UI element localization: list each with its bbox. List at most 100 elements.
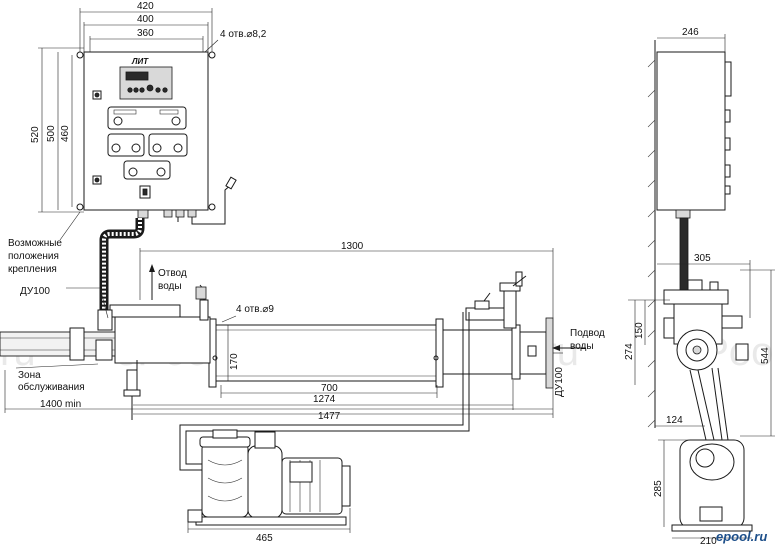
control-panel: ЛИТ: [76, 51, 237, 225]
outlet-riser: [503, 289, 517, 329]
leader: [221, 315, 237, 323]
side-button-dot: [94, 92, 100, 98]
hose-outline: [99, 218, 145, 310]
panel-side: [656, 51, 726, 211]
side-valve-2: [709, 281, 719, 291]
display-key: [162, 87, 168, 93]
dim-124: 124: [666, 415, 683, 426]
panel-brand: ЛИТ: [131, 57, 149, 66]
prefilter-ribs: [207, 459, 243, 502]
panel-hose: [99, 218, 145, 310]
uv-dimensions: 1300 ДУ100 ДУ100 4 отв.⌀9 170 700 1274 1…: [4, 241, 565, 422]
switch-lamp: [128, 167, 138, 177]
ext-flange: [511, 324, 521, 380]
mount-hole-bl: [76, 203, 84, 211]
dim-1400min: 1400 min: [40, 399, 81, 410]
site-logo: epool.ru: [716, 529, 767, 544]
cable-gland: [137, 209, 149, 219]
label-service-1: Зона: [18, 370, 41, 381]
mount-hole-tr: [208, 51, 216, 59]
leader: [59, 211, 81, 241]
side-nozzle: [721, 315, 743, 329]
body-flange-right: [435, 318, 444, 388]
label-outlet-1: Отвод: [158, 268, 187, 279]
uv-body: [214, 324, 438, 382]
indicator-label-plate: [113, 109, 137, 115]
panel-side-lamp: [724, 109, 731, 123]
plug: [225, 176, 237, 190]
dim-246: 246: [682, 27, 699, 38]
pump: 465: [187, 429, 351, 544]
side-pipe: [717, 367, 729, 441]
side-pipe: [689, 369, 707, 441]
leader: [15, 363, 99, 369]
motor-end-cap: [341, 465, 351, 507]
display-screen: [125, 71, 149, 81]
drain-valve-nut: [123, 389, 141, 397]
pump-prefilter: [201, 442, 249, 518]
indicator-label-plate: [159, 109, 179, 115]
dim-150: 150: [634, 322, 645, 339]
dim-420: 420: [137, 1, 154, 12]
label-outlet-2: воды: [158, 281, 182, 292]
power-cable: [191, 183, 233, 225]
dim-1300: 1300: [341, 241, 364, 252]
side-body-core: [692, 345, 702, 355]
side-pipe: [711, 367, 723, 441]
display-key: [133, 87, 139, 93]
side-pump-port: [695, 448, 715, 468]
pipe-coupling-2: [95, 339, 113, 361]
side-pipe: [697, 369, 715, 441]
dim-holes-body: 4 отв.⌀9: [236, 304, 274, 315]
pump-volute: [247, 445, 283, 519]
dim-170: 170: [229, 353, 240, 370]
dim-460: 460: [60, 125, 71, 142]
cable-gland: [175, 209, 185, 218]
label-inlet-1: Подвод: [570, 328, 605, 339]
display-key: [127, 87, 133, 93]
bolt: [433, 355, 439, 361]
mount-hole-br: [208, 203, 216, 211]
indicator-lamp: [111, 143, 121, 153]
dim-305: 305: [694, 253, 711, 264]
cable-gland: [187, 209, 197, 218]
display-key: [139, 87, 145, 93]
side-view: 246 305 150 274 544 124 285 210: [624, 27, 775, 546]
main-switch-lever: [142, 188, 148, 196]
uv-unit: Отвод воды Подвод воды: [0, 264, 605, 471]
label-mounting-3: крепления: [8, 264, 57, 275]
dim-465: 465: [256, 533, 273, 544]
pipe-coupling: [69, 327, 85, 361]
bypass-pipe-inner: [185, 312, 470, 465]
switch-lamp: [156, 167, 166, 177]
pump-foot: [187, 509, 203, 523]
wall-hatch: [647, 59, 656, 428]
mount-hole-tl: [76, 51, 84, 59]
top-flange: [109, 304, 181, 318]
display-key: [155, 87, 161, 93]
dim-285: 285: [653, 480, 664, 497]
dim-dn-left: ДУ100: [20, 286, 50, 297]
inlet-flange: [545, 317, 554, 389]
bypass-pipe-outer: [179, 312, 464, 471]
side-pump-feet: [699, 506, 723, 522]
label-inlet-2: воды: [570, 341, 594, 352]
side-button-dot: [94, 177, 100, 183]
indicator-lamp: [173, 143, 183, 153]
indicator-lamp: [131, 143, 141, 153]
valve-lever: [512, 275, 527, 287]
display-key: [146, 84, 154, 92]
outlet-arrow-head: [149, 264, 155, 272]
label-mounting-1: Возможные: [8, 238, 62, 249]
sensor-lever: [483, 292, 491, 302]
dim-360: 360: [137, 28, 154, 39]
dim-1477: 1477: [318, 411, 341, 422]
leader: [204, 39, 219, 53]
side-pump-base: [671, 524, 753, 532]
temp-probe: [199, 299, 209, 321]
side-fitting-left: [663, 317, 675, 339]
pump-base: [195, 516, 347, 526]
side-valve: [687, 279, 703, 291]
uv-body-extension: [442, 329, 514, 375]
cable-gland: [163, 209, 173, 218]
